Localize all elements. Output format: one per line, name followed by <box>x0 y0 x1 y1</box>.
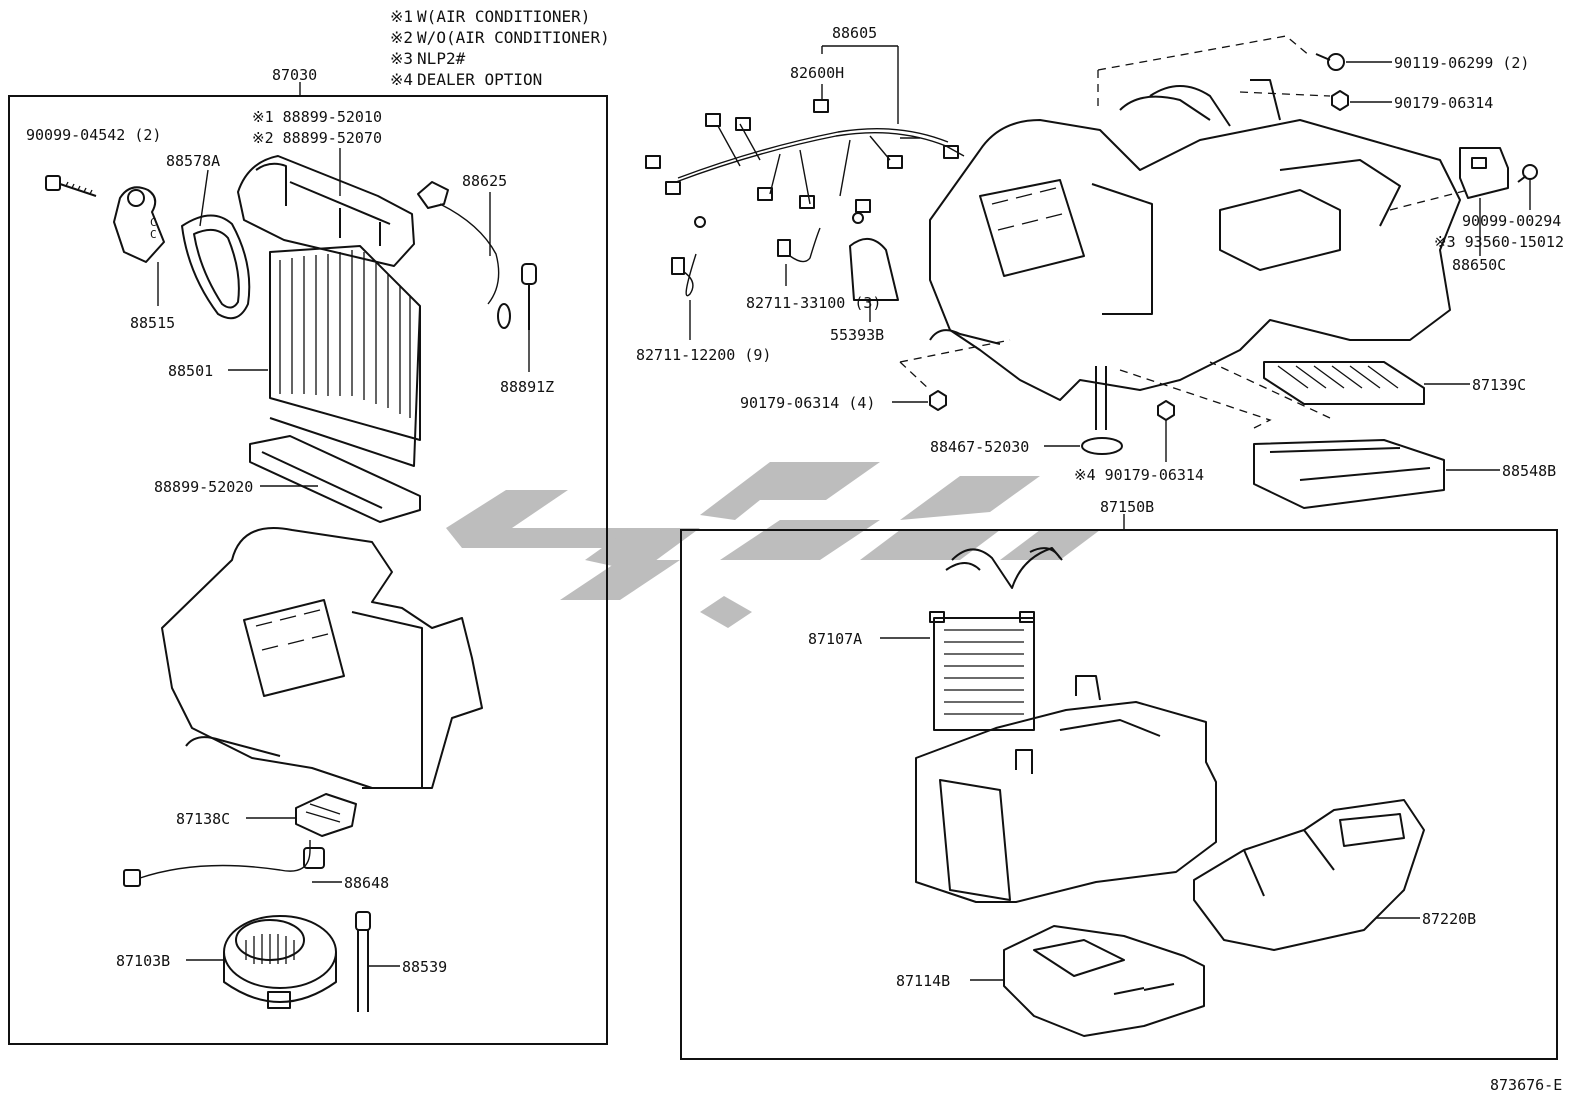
wire-harness-88605 <box>645 99 965 228</box>
part-88891Z <box>521 263 537 330</box>
svg-text:C: C <box>150 228 157 241</box>
bolt-icon <box>1315 53 1345 71</box>
resistor-87138C <box>295 793 357 837</box>
watermark-logo <box>446 462 1100 628</box>
blower-case-left <box>161 527 483 789</box>
wire-88648 <box>123 840 325 887</box>
label-88548B: 88548B <box>1502 462 1556 480</box>
label-88578A: 88578A <box>166 152 220 170</box>
label-87030: 87030 <box>272 66 317 84</box>
evaporator-88501 <box>269 245 421 467</box>
label-88899-52070: ※2 88899-52070 <box>252 129 382 147</box>
label-88650C: 88650C <box>1452 256 1506 274</box>
label-88899-52020: 88899-52020 <box>154 478 253 496</box>
label-88625: 88625 <box>462 172 507 190</box>
bolt-icon <box>1517 164 1538 183</box>
label-90179-06314-4: 90179-06314 (4) <box>740 394 875 412</box>
sensor-88625 <box>417 181 511 329</box>
heater-case <box>915 675 1217 903</box>
label-90179-06314-opt: ※4 90179-06314 <box>1074 466 1204 484</box>
label-87114B: 87114B <box>896 972 950 990</box>
bolt-icon <box>45 175 97 197</box>
amplifier-88650C <box>1459 147 1509 199</box>
label-90179-06314-top: 90179-06314 <box>1394 94 1493 112</box>
label-87103B: 87103B <box>116 952 170 970</box>
blower-motor-87103B <box>223 915 337 1009</box>
label-88899-52010: ※1 88899-52010 <box>252 108 382 126</box>
filter-case-88548B <box>1253 439 1445 509</box>
pad-55393B <box>849 238 899 301</box>
label-88467-52030: 88467-52030 <box>930 438 1029 456</box>
label-87150B: 87150B <box>1100 498 1154 516</box>
label-82600H: 82600H <box>790 64 844 82</box>
label-88891Z: 88891Z <box>500 378 554 396</box>
clip-82711-33100 <box>777 227 821 263</box>
label-87220B: 87220B <box>1422 910 1476 928</box>
connector-icon <box>813 99 829 113</box>
diagram-code: 873676-E <box>1490 1076 1562 1094</box>
heater-core-87107A <box>929 547 1063 731</box>
duct-87220B <box>1193 799 1425 951</box>
svg-text:C: C <box>150 216 157 229</box>
label-90119-06299: 90119-06299 (2) <box>1394 54 1529 72</box>
hose-88539 <box>355 911 371 1012</box>
grommet-icon <box>1081 366 1123 455</box>
connector-icon <box>123 869 141 887</box>
case-88899-52010 <box>237 155 415 267</box>
unit-left-frame <box>8 95 608 1045</box>
drain-pan-88899-52020 <box>249 435 421 523</box>
label-55393B: 55393B <box>830 326 884 344</box>
label-88515: 88515 <box>130 314 175 332</box>
label-88539: 88539 <box>402 958 447 976</box>
nut-icon <box>1331 90 1349 111</box>
label-87138C: 87138C <box>176 810 230 828</box>
filter-87139C <box>1263 361 1425 405</box>
clip-82711-12200 <box>671 253 697 297</box>
heater-unit-frame <box>680 529 1558 1060</box>
label-90099-04542: 90099-04542 (2) <box>26 126 161 144</box>
label-87139C: 87139C <box>1472 376 1526 394</box>
label-87107A: 87107A <box>808 630 862 648</box>
label-88501: 88501 <box>168 362 213 380</box>
label-93560-15012: ※3 93560-15012 <box>1434 233 1564 251</box>
label-88648: 88648 <box>344 874 389 892</box>
ac-unit-assembly <box>929 79 1461 401</box>
duct-87114B <box>1003 925 1205 1037</box>
seal-88578A <box>181 214 251 320</box>
nut-icon <box>1157 400 1175 421</box>
label-82711-33100: 82711-33100 (3) <box>746 294 881 312</box>
label-90099-00294: 90099-00294 <box>1462 212 1561 230</box>
sensor-88515: C C <box>113 186 165 263</box>
label-82711-12200: 82711-12200 (9) <box>636 346 771 364</box>
label-88605: 88605 <box>832 24 877 42</box>
nut-icon <box>929 390 947 411</box>
